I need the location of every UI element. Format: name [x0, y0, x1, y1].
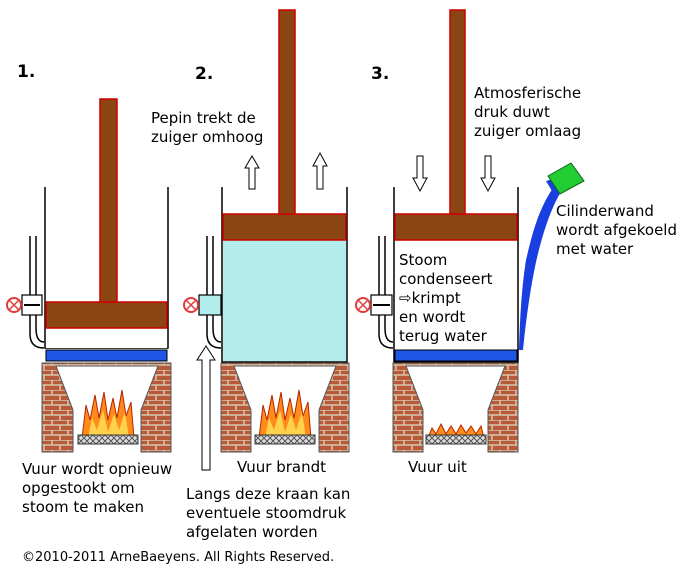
- down-arrow-3b: [480, 155, 496, 193]
- engine-3: [355, 9, 585, 453]
- piston-2: [222, 213, 347, 241]
- step-1-number: 1.: [17, 62, 36, 82]
- valve-note-line-2: eventuele stoomdruk: [186, 504, 347, 522]
- step-3-number: 3.: [371, 64, 390, 84]
- step-2-number: 2.: [195, 64, 214, 84]
- piston-rod-2: [278, 9, 296, 215]
- step-1-caption-line-3: stoom te maken: [22, 498, 144, 516]
- condense-arrow-glyph: ⇨: [399, 289, 412, 307]
- piston-rod-3: [449, 9, 466, 215]
- condense-line-2: condenseert: [399, 270, 493, 288]
- condense-line-3: ⇨krimpt: [399, 288, 461, 308]
- condense-line-4: en wordt: [399, 308, 466, 326]
- down-arrow-3a: [412, 155, 428, 193]
- grate-3: [425, 434, 487, 445]
- piston-1: [45, 301, 168, 329]
- valve-pipe-2: [206, 236, 222, 349]
- fire-1: [81, 389, 135, 439]
- step-1-caption-line-1: Vuur wordt opnieuw: [22, 460, 173, 478]
- valve-pipe-3: [378, 236, 394, 349]
- cylinder-space-1: [46, 328, 167, 348]
- step-3-note-line-2: druk duwt: [474, 103, 550, 121]
- step-3-side-note-line-2: wordt afgekoeld: [556, 221, 677, 239]
- step-3-note-line-3: zuiger omlaag: [474, 122, 582, 140]
- steam-2: [223, 240, 346, 361]
- cylinder-3: [393, 187, 519, 363]
- step-2-note-line-2: zuiger omhoog: [151, 128, 264, 146]
- furnace-2: [220, 362, 350, 453]
- up-arrow-2b: [312, 151, 328, 190]
- step-3-note-line-1: Atmosferische: [474, 84, 582, 102]
- step-1-caption-line-2: opgestookt om: [22, 479, 135, 497]
- grate-2: [254, 434, 316, 445]
- water-bucket: [547, 162, 585, 195]
- grate-1: [77, 434, 139, 445]
- step-3-caption: Vuur uit: [408, 458, 467, 476]
- water-layer-1: [45, 349, 168, 362]
- furnace-3: [392, 362, 519, 453]
- step-2-caption: Vuur brandt: [237, 458, 326, 476]
- condense-line-1: Stoom: [399, 251, 448, 269]
- fire-2: [258, 389, 312, 439]
- step-3-side-note-line-3: met water: [556, 240, 634, 258]
- valve-note-line-1: Langs deze kraan kan: [186, 485, 351, 503]
- step-2-note-line-1: Pepin trekt de: [151, 109, 256, 127]
- copyright: ©2010-2011 ArneBaeyens. All Rights Reser…: [22, 550, 335, 565]
- valve-pipe-1: [29, 236, 45, 349]
- condense-line-5: terug water: [399, 327, 487, 345]
- water-layer-3: [394, 349, 518, 362]
- furnace-1: [41, 362, 172, 453]
- cooling-water-stream: [519, 188, 562, 350]
- valve-note-line-3: afgelaten worden: [186, 523, 318, 541]
- valve-pointer-arrow: [196, 345, 216, 471]
- cylinder-2: [221, 187, 348, 363]
- engine-2: [183, 9, 350, 471]
- condense-line-3-text: krimpt: [411, 289, 461, 307]
- step-3-side-note-line-1: Cilinderwand: [556, 202, 654, 220]
- piston-3: [394, 213, 518, 241]
- piston-rod-1: [99, 98, 118, 303]
- up-arrow-2a: [244, 155, 260, 190]
- valve-body-2: [198, 294, 222, 316]
- engine-1: [6, 98, 172, 453]
